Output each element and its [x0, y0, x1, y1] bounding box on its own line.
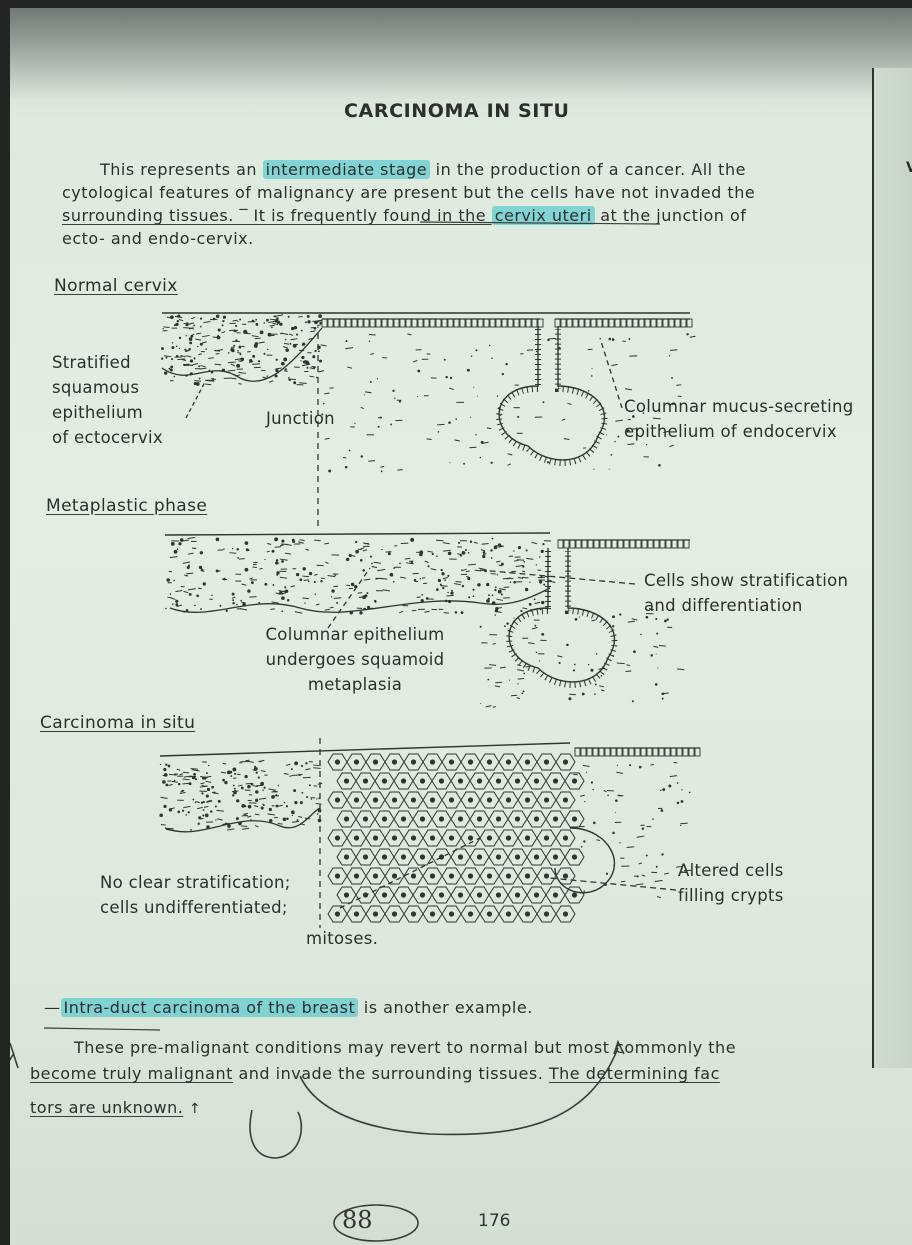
diagram-carcinoma-in-situ	[159, 738, 700, 928]
histology-diagrams	[10, 8, 912, 1245]
diagram-normal-cervix	[161, 313, 696, 528]
book-page: V CARCINOMA IN SITU This represents an i…	[10, 8, 912, 1245]
diagram-metaplastic-phase	[165, 533, 690, 707]
